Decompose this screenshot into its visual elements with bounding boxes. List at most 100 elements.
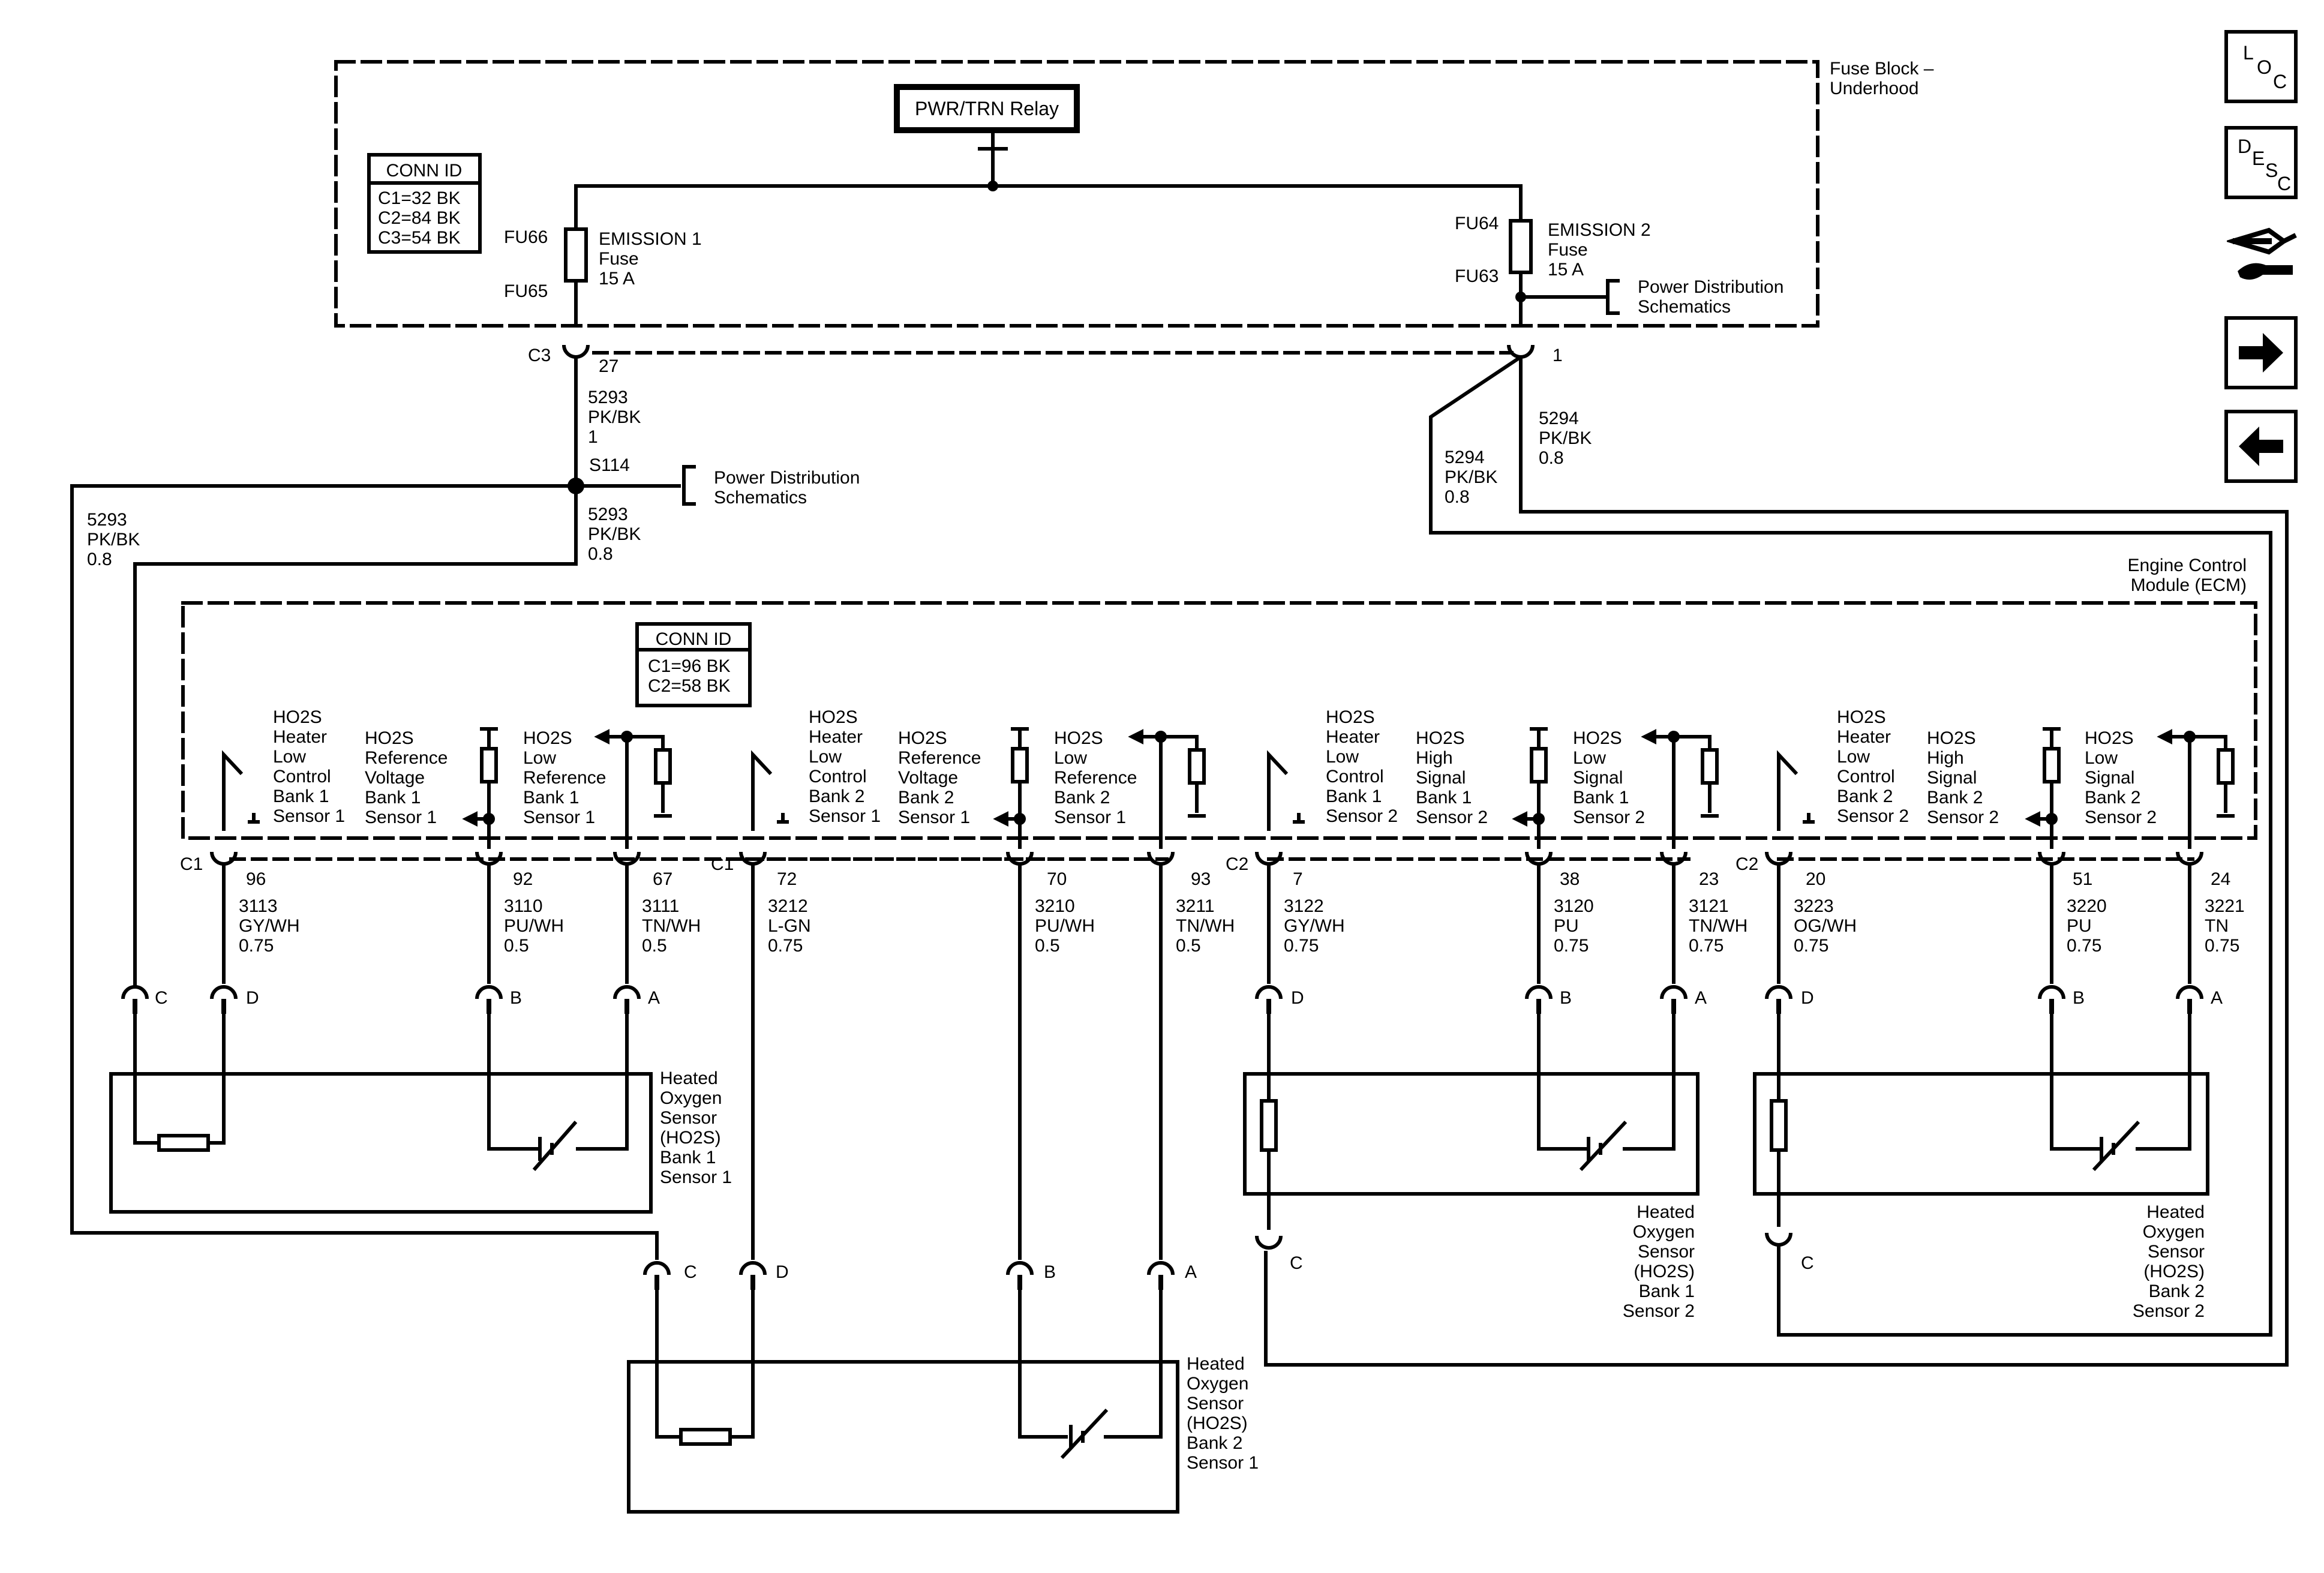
group3-ref-label-4: Sensor 2 bbox=[1927, 807, 1999, 827]
group2-heater-label-1: Heater bbox=[1326, 727, 1380, 747]
sensor0-pin-3: A bbox=[648, 988, 660, 1008]
group1-low-label-1: Low bbox=[1054, 748, 1087, 768]
group3-pin-1: 51 bbox=[2073, 869, 2092, 889]
sensor2-name-3: (HO2S) bbox=[1634, 1262, 1695, 1281]
fuse-conn-c2: C2=84 BK bbox=[378, 208, 461, 228]
ecm-conn-c2: C2=58 BK bbox=[648, 676, 731, 696]
group3-wire0-0: 3223 bbox=[1794, 896, 1834, 916]
group2-pin-0: 7 bbox=[1293, 869, 1303, 889]
sensor2-name-2: Sensor bbox=[1638, 1242, 1695, 1262]
group0-wire0-2: 0.75 bbox=[239, 936, 274, 956]
sensor1-pin-2: B bbox=[1044, 1262, 1056, 1282]
ecm-conn-id-box bbox=[635, 622, 752, 707]
group1-wire0-2: 0.75 bbox=[768, 936, 803, 956]
sensor1-name-2: Sensor bbox=[1187, 1394, 1244, 1413]
ecm-conn-id-title: CONN ID bbox=[656, 629, 732, 649]
sensor3-name-0: Heated bbox=[2146, 1202, 2205, 1222]
group0-low-label-2: Reference bbox=[523, 768, 606, 788]
sensor0-name-0: Heated bbox=[660, 1068, 718, 1088]
fu65-label: FU65 bbox=[504, 281, 548, 301]
sensor2-pin-3: C bbox=[1290, 1253, 1303, 1273]
sensor1-name-0: Heated bbox=[1187, 1354, 1245, 1374]
group3-wire1-1: PU bbox=[2067, 916, 2092, 936]
group3-heater-label-1: Heater bbox=[1837, 727, 1891, 747]
group2-wire1-1: PU bbox=[1554, 916, 1579, 936]
group1-wire0-0: 3212 bbox=[768, 896, 808, 916]
group1-conn-label: C1 bbox=[711, 854, 734, 874]
relay-box bbox=[894, 84, 1080, 133]
power-dist-mid-2: Schematics bbox=[714, 488, 807, 508]
sensor-b2s2-box bbox=[1753, 1072, 2209, 1196]
location-button[interactable]: L O C bbox=[2224, 30, 2298, 103]
group1-ref-label-0: HO2S bbox=[898, 728, 947, 748]
sensor2-name-5: Sensor 2 bbox=[1623, 1301, 1695, 1321]
sensor2-pin-0: D bbox=[1291, 988, 1304, 1008]
fuse-emission-2 bbox=[1509, 219, 1533, 274]
loc-letter-c: C bbox=[2273, 71, 2287, 92]
fu66-label: FU66 bbox=[504, 227, 548, 247]
sensor1-pin-3: A bbox=[1185, 1262, 1197, 1282]
conn-c3-label: C3 bbox=[528, 346, 551, 365]
fuse-block-title-2: Underhood bbox=[1830, 79, 1918, 98]
group0-heater-label-3: Control bbox=[273, 767, 331, 786]
group0-low-label-0: HO2S bbox=[523, 728, 572, 748]
fuse-conn-id-title: CONN ID bbox=[386, 161, 463, 181]
group1-heater-label-3: Control bbox=[809, 767, 867, 786]
fuse-emission-1 bbox=[564, 227, 588, 283]
sensor0-name-2: Sensor bbox=[660, 1108, 717, 1128]
group3-wire2-2: 0.75 bbox=[2205, 936, 2239, 956]
fu63-label: FU63 bbox=[1455, 266, 1499, 286]
previous-button[interactable] bbox=[2224, 410, 2298, 483]
group2-heater-label-4: Bank 1 bbox=[1326, 786, 1382, 806]
group2-low-label-4: Sensor 2 bbox=[1573, 807, 1645, 827]
sensor2-name-0: Heated bbox=[1637, 1202, 1695, 1222]
pin-27-label: 27 bbox=[599, 356, 618, 376]
next-button[interactable] bbox=[2224, 316, 2298, 389]
sensor0-name-3: (HO2S) bbox=[660, 1128, 721, 1148]
sensor2-name-1: Oxygen bbox=[1633, 1222, 1695, 1242]
previous-arrow-icon bbox=[2239, 427, 2283, 466]
sensor0-pin-1: D bbox=[246, 988, 259, 1008]
group2-wire2-0: 3121 bbox=[1689, 896, 1729, 916]
group2-low-label-0: HO2S bbox=[1573, 728, 1622, 748]
group0-wire1-1: PU/WH bbox=[504, 916, 564, 936]
sensor1-name-5: Sensor 1 bbox=[1187, 1453, 1259, 1473]
group1-wire0-1: L-GN bbox=[768, 916, 811, 936]
group1-pin-1: 70 bbox=[1047, 869, 1067, 889]
group3-wire0-2: 0.75 bbox=[1794, 936, 1828, 956]
sensor-b1s1-box bbox=[109, 1072, 653, 1214]
group1-low-label-4: Sensor 1 bbox=[1054, 807, 1126, 827]
group0-heater-label-0: HO2S bbox=[273, 707, 322, 727]
sensor0-name-1: Oxygen bbox=[660, 1088, 722, 1108]
group1-wire1-0: 3210 bbox=[1035, 896, 1075, 916]
group2-wire2-2: 0.75 bbox=[1689, 936, 1724, 956]
fuse-conn-c3: C3=54 BK bbox=[378, 228, 461, 248]
group1-heater-label-0: HO2S bbox=[809, 707, 858, 727]
group3-ref-label-3: Bank 2 bbox=[1927, 788, 1983, 807]
group1-ref-label-2: Voltage bbox=[898, 768, 958, 788]
group3-conn-label: C2 bbox=[1736, 854, 1758, 874]
group0-pin-0: 96 bbox=[246, 869, 266, 889]
description-button[interactable]: D E S C bbox=[2224, 126, 2298, 199]
group1-heater-label-4: Bank 2 bbox=[809, 786, 864, 806]
sensor0-name-5: Sensor 1 bbox=[660, 1167, 732, 1187]
sensor-b1s2-box bbox=[1243, 1072, 1700, 1196]
group3-heater-label-5: Sensor 2 bbox=[1837, 806, 1909, 826]
sensor1-name-4: Bank 2 bbox=[1187, 1433, 1242, 1453]
power-dist-right-1: Power Distribution bbox=[1638, 277, 1783, 297]
sensor0-pin-2: B bbox=[510, 988, 522, 1008]
group0-ref-label-1: Reference bbox=[365, 748, 448, 768]
sensor3-pin-2: A bbox=[2211, 988, 2223, 1008]
group2-wire1-2: 0.75 bbox=[1554, 936, 1589, 956]
group0-heater-label-4: Bank 1 bbox=[273, 786, 329, 806]
pin-1-label: 1 bbox=[1553, 346, 1563, 365]
group0-wire2-1: TN/WH bbox=[642, 916, 701, 936]
connector-view-icon[interactable] bbox=[2224, 217, 2299, 289]
group0-ref-label-3: Bank 1 bbox=[365, 788, 421, 807]
group2-wire0-2: 0.75 bbox=[1284, 936, 1319, 956]
group3-pin-2: 24 bbox=[2211, 869, 2230, 889]
group0-heater-label-5: Sensor 1 bbox=[273, 806, 345, 826]
group2-low-label-3: Bank 1 bbox=[1573, 788, 1629, 807]
sensor3-pin-0: D bbox=[1801, 988, 1814, 1008]
sensor-b2s1-box bbox=[627, 1360, 1179, 1514]
